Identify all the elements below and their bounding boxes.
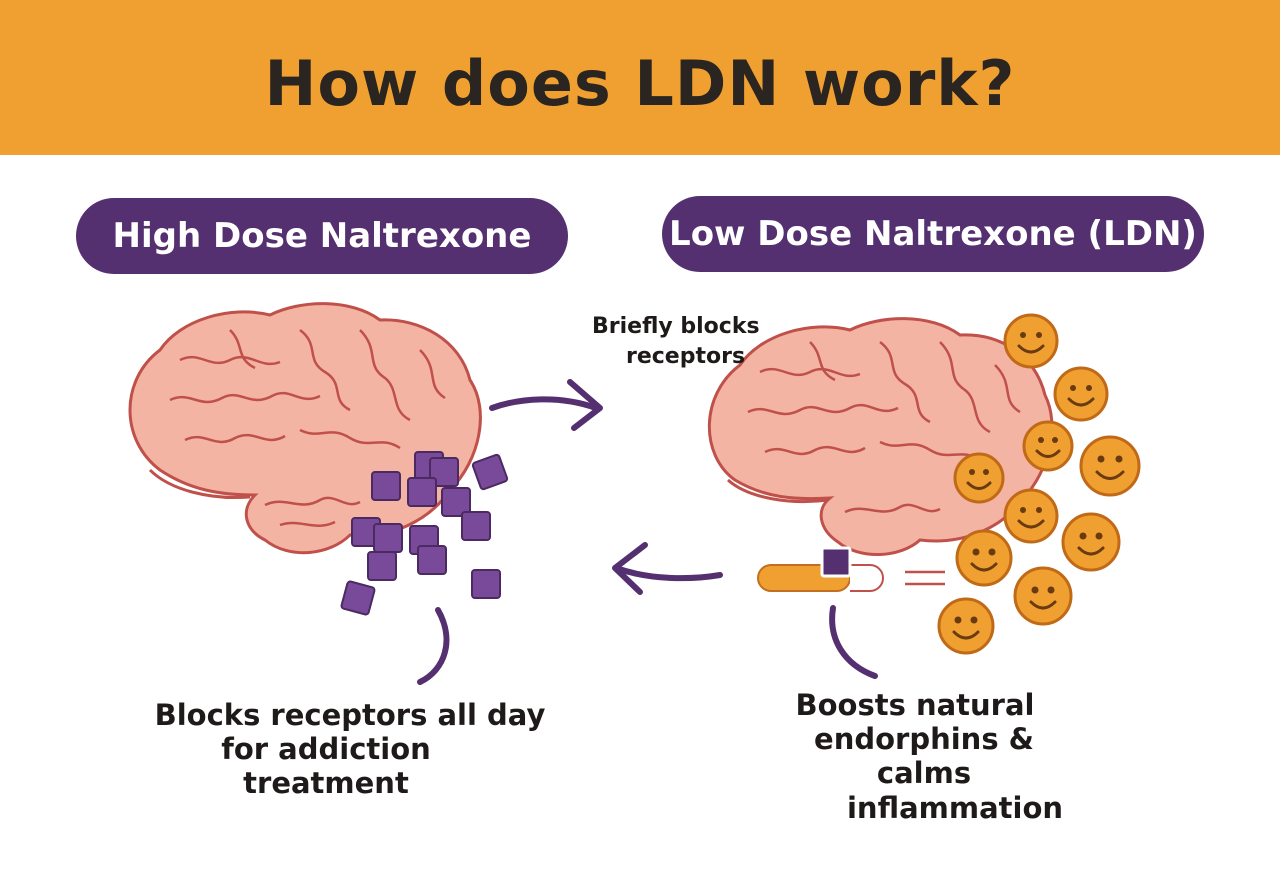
receptor-block-icon <box>373 523 403 553</box>
caption-pointer-left <box>417 607 450 685</box>
caption-line: for addiction <box>221 732 431 767</box>
curved-arrow-icon-right <box>489 379 603 431</box>
receptor-block-icon <box>429 457 459 487</box>
smiley-endorphin-icon <box>1061 512 1121 572</box>
title-banner: How does LDN work? <box>0 0 1280 155</box>
high-dose-label: High Dose Naltrexone <box>76 198 568 274</box>
curved-arrow-icon-left <box>612 542 723 595</box>
pill-capsule-icon <box>757 546 945 592</box>
caption-line: treatment <box>243 766 409 801</box>
endorphin-smileys <box>937 313 1141 655</box>
caption-line: Blocks receptors all day <box>154 698 546 732</box>
caption-pointer-right <box>829 605 878 679</box>
smiley-endorphin-icon <box>1013 566 1073 626</box>
receptor-block-icon <box>407 477 437 507</box>
receptor-block-icon <box>471 569 501 599</box>
receptor-block-icon <box>461 511 491 541</box>
smiley-endorphin-icon <box>937 597 995 655</box>
low-dose-label: Low Dose Naltrexone (LDN) <box>662 196 1204 272</box>
receptor-block-icon <box>371 471 401 501</box>
note-line: receptors <box>626 343 746 369</box>
smiley-endorphin-icon <box>1079 435 1141 497</box>
receptor-block-icon <box>340 580 376 616</box>
caption-line: endorphins & calms <box>814 722 1034 791</box>
brain-icon-left <box>128 302 482 555</box>
receptor-block-icon <box>441 487 471 517</box>
smiley-endorphin-icon <box>1003 313 1059 369</box>
receptor-block-icon <box>367 551 397 581</box>
smiley-endorphin-icon <box>953 452 1005 504</box>
high-dose-caption: Blocks receptors all day for addiction t… <box>150 698 550 801</box>
note-line: Briefly blocks <box>592 314 760 339</box>
receptor-block-icon <box>417 545 447 575</box>
caption-line: inflammation <box>846 790 1064 825</box>
smiley-endorphin-icon <box>955 529 1013 587</box>
smiley-endorphin-icon <box>1022 420 1074 472</box>
smiley-endorphin-icon <box>1053 366 1109 422</box>
receptor-blocks <box>340 451 509 616</box>
briefly-blocks-note: Briefly blocks receptors <box>592 312 762 371</box>
caption-line: Boosts natural <box>795 688 1035 722</box>
smiley-endorphin-icon <box>1003 488 1059 544</box>
page-title: How does LDN work? <box>264 47 1016 120</box>
receptor-block-icon <box>471 453 509 491</box>
ldn-caption: Boosts natural endorphins & calms inflam… <box>760 688 1070 825</box>
